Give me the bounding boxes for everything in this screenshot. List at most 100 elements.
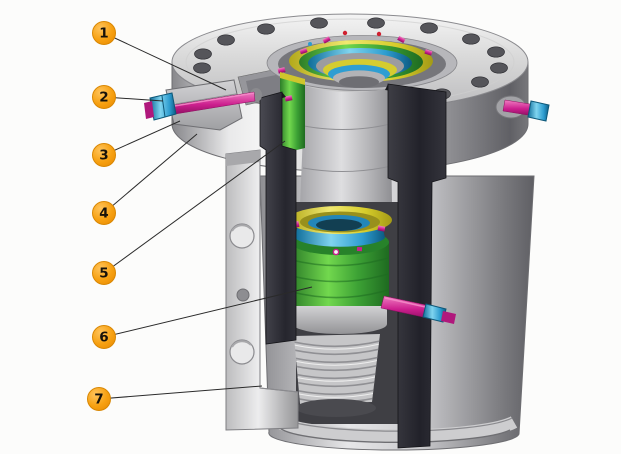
lockscrew-rod-highlight [167, 92, 255, 108]
thread-face [294, 334, 380, 404]
bolt-hole [310, 17, 328, 29]
lockscrew-head-icon [284, 95, 293, 102]
lockscrew-tip-magenta [144, 101, 154, 119]
bottom-rim-underedge [279, 427, 511, 444]
plate-hole [229, 223, 255, 249]
thread-line [294, 380, 380, 388]
thread-highlight [294, 343, 380, 350]
callout-circle-3 [92, 143, 116, 167]
bolt-hole [257, 23, 275, 35]
callout-number-4: 4 [99, 206, 108, 222]
callout-circle-2 [92, 85, 116, 109]
green-band-line [291, 273, 389, 283]
mandrel-seam [303, 123, 391, 131]
cut-face-right [385, 83, 447, 449]
plate-hole-shadow [231, 224, 252, 232]
plate-top-step [226, 150, 260, 166]
bolt-hole [193, 62, 211, 74]
lockscrew-cap-facet [161, 95, 166, 118]
hanger-gray-band [293, 306, 387, 334]
bolt-hole [487, 46, 505, 58]
bolt-hole [367, 17, 385, 29]
green-band-line [291, 289, 389, 299]
lockscrew-head-icon [299, 47, 308, 55]
callout-number-6: 6 [99, 330, 108, 346]
cut-face-left-slab [259, 91, 297, 345]
leader-line-7 [98, 385, 263, 400]
callout-circle-7 [87, 387, 111, 411]
lockscrew-boss-step [175, 93, 237, 105]
lockscrew-head-icon [356, 246, 363, 252]
leader-line-6 [103, 286, 313, 338]
red-seal-dot [342, 30, 348, 36]
thread-line [294, 364, 380, 372]
lock-screw-middle-right [380, 295, 456, 324]
plate-hole [229, 339, 255, 365]
leader-line-5 [103, 140, 286, 274]
lockscrew-collar-cyan [422, 303, 447, 323]
thread-line [294, 388, 380, 396]
bolt-hole [217, 34, 235, 46]
lockscrew-cap-cyan [527, 100, 550, 122]
leader-line-1 [103, 32, 227, 91]
callout-number-3: 3 [99, 148, 108, 164]
upper-cut-window [280, 72, 392, 206]
thread-line [294, 340, 380, 348]
lockscrew-head-icon [277, 67, 286, 74]
callout-number-2: 2 [99, 90, 108, 106]
bolt-hole-ring [193, 17, 508, 100]
seal-test-port-dot [332, 248, 340, 256]
callout-circle-5 [92, 261, 116, 285]
callout-circle-4 [92, 201, 116, 225]
lockscrew-tip-magenta [441, 311, 456, 324]
callout-number-5: 5 [99, 266, 108, 282]
callout-circle-1 [92, 21, 116, 45]
inner-mandrel-cylinder [300, 86, 392, 206]
plate-foot-edge [259, 387, 299, 393]
bolt-hole [420, 22, 438, 34]
lock-screw-top-right [495, 95, 550, 122]
callout-4: 4 [92, 201, 116, 225]
threaded-bore [294, 334, 380, 417]
tiny-lockscrew-heads-top [277, 30, 433, 74]
lockscrew-head-icon [377, 225, 386, 232]
lockscrew-head-icon [424, 49, 433, 56]
callout-1: 1 [92, 21, 116, 45]
leader-line-4 [103, 133, 198, 214]
cyan-seal-dot [308, 42, 312, 46]
hanger-green-cylinder [291, 242, 389, 319]
lock-screw-top-left [144, 79, 262, 131]
bolt-hole [471, 76, 489, 88]
lockscrew-head-icon [397, 35, 406, 44]
lockscrew-head-icon [322, 36, 331, 44]
left-flange-plate [225, 149, 299, 431]
bore-bottom-dark [339, 76, 379, 88]
cut-face-left [259, 91, 297, 345]
red-seal-dot [376, 31, 382, 37]
callout-3: 3 [92, 143, 116, 167]
mandrel-seam [302, 165, 392, 173]
thread-line [294, 348, 380, 356]
thread-highlight [294, 359, 380, 366]
callout-number-1: 1 [99, 26, 108, 42]
thread-line [294, 356, 380, 364]
green-band-line [291, 257, 389, 267]
callout-layer: 1 2 3 4 5 6 7 [87, 21, 313, 411]
plate-hole-shadow [231, 340, 252, 348]
seal-section-green-band [280, 78, 305, 154]
bore-bottom-shadow [296, 399, 376, 417]
bolt-hole [194, 48, 212, 60]
plate-small-hole [236, 288, 250, 302]
bolt-hole [462, 33, 480, 45]
thread-lines [294, 340, 380, 404]
cut-face-right-slab [387, 83, 447, 449]
callout-number-7: 7 [94, 392, 103, 408]
callout-6: 6 [92, 325, 116, 349]
thread-highlight [294, 375, 380, 382]
callout-7: 7 [87, 387, 111, 411]
thread-line [294, 372, 380, 380]
thread-highlight [294, 391, 380, 398]
callout-2: 2 [92, 85, 116, 109]
